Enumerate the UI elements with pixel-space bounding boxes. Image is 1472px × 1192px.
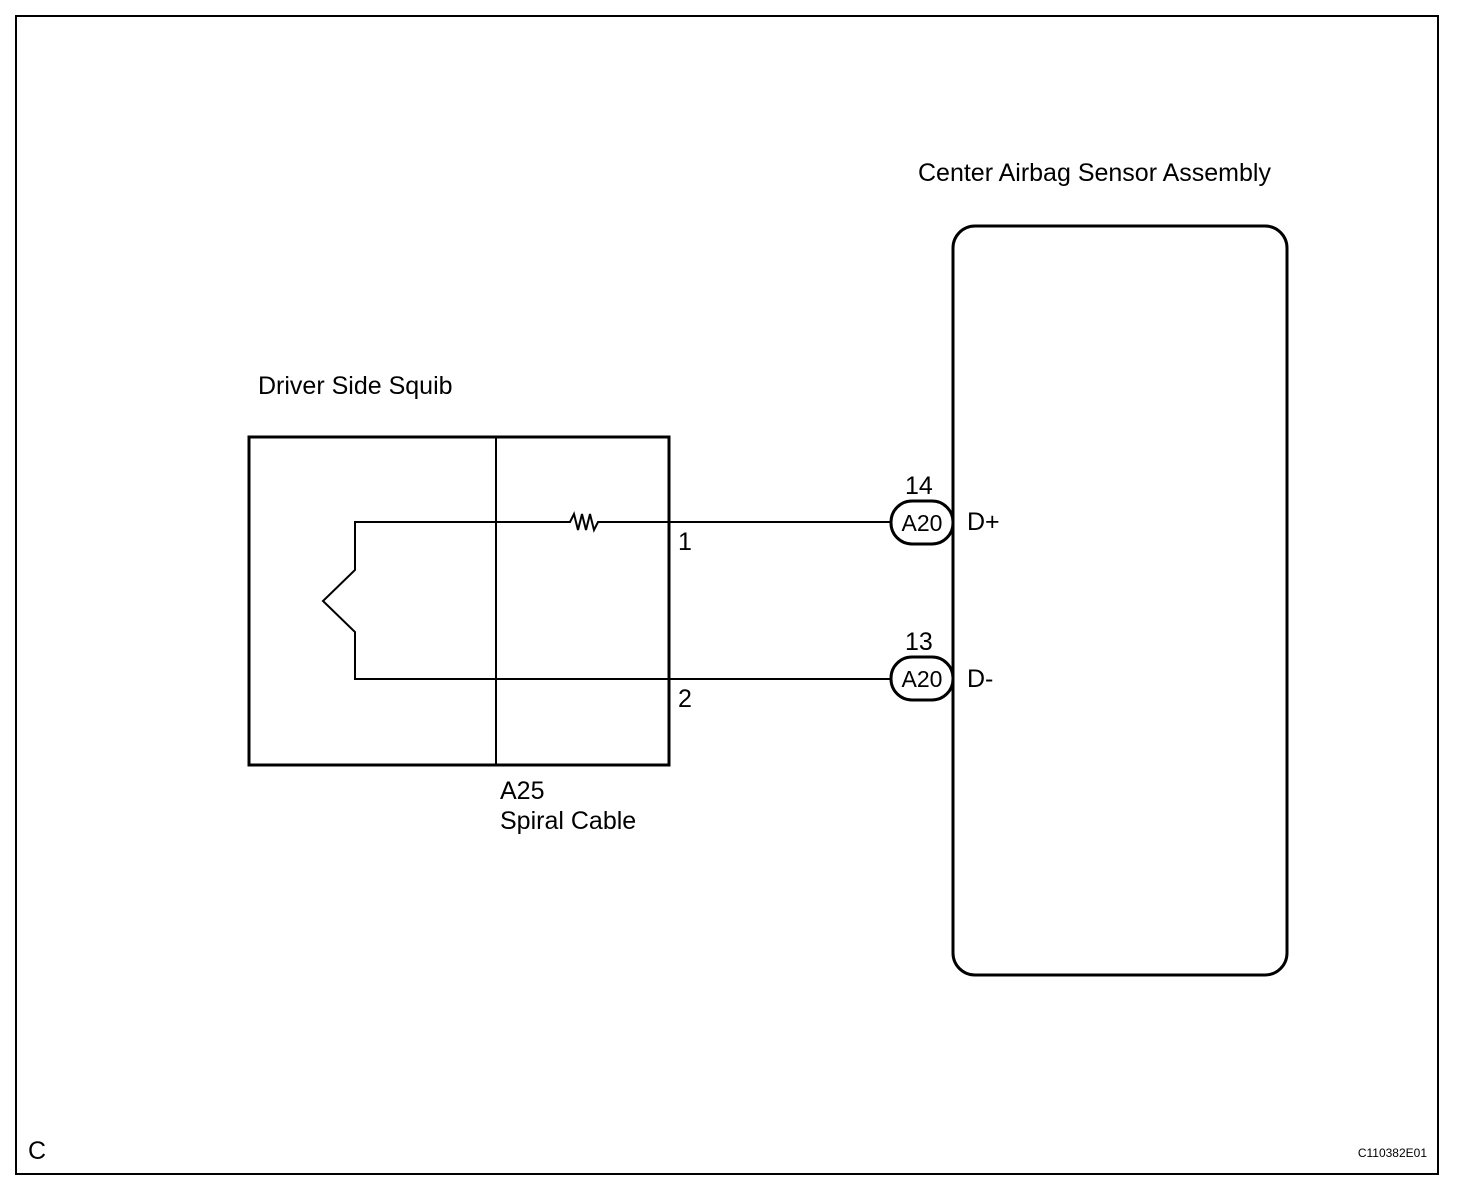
spiral-cable-connector: A25	[500, 777, 544, 805]
corner-letter: C	[28, 1137, 46, 1165]
figure-code: C110382E01	[1358, 1146, 1427, 1160]
connector-a20-lower	[889, 655, 955, 702]
terminal-d-plus: D+	[967, 508, 1000, 536]
sensor-assembly-box	[951, 224, 1289, 977]
terminal-d-minus: D-	[967, 665, 993, 693]
sensor-label: Center Airbag Sensor Assembly	[918, 159, 1271, 187]
sensor-pin-14: 14	[905, 472, 933, 500]
squib-label: Driver Side Squib	[258, 372, 453, 400]
squib-element	[321, 521, 565, 680]
sensor-pin-13: 13	[905, 628, 933, 656]
spiral-pin-2: 2	[678, 685, 692, 713]
connector-a20-upper-label: A20	[902, 510, 943, 536]
spiral-cable-label: Spiral Cable	[500, 807, 636, 835]
diagram-frame	[15, 15, 1439, 1175]
connector-a20-lower-label: A20	[902, 666, 943, 692]
connector-a20-upper	[889, 499, 955, 546]
resistor-symbol	[565, 511, 603, 533]
spiral-pin-1: 1	[678, 528, 692, 556]
squib-box	[247, 435, 671, 767]
